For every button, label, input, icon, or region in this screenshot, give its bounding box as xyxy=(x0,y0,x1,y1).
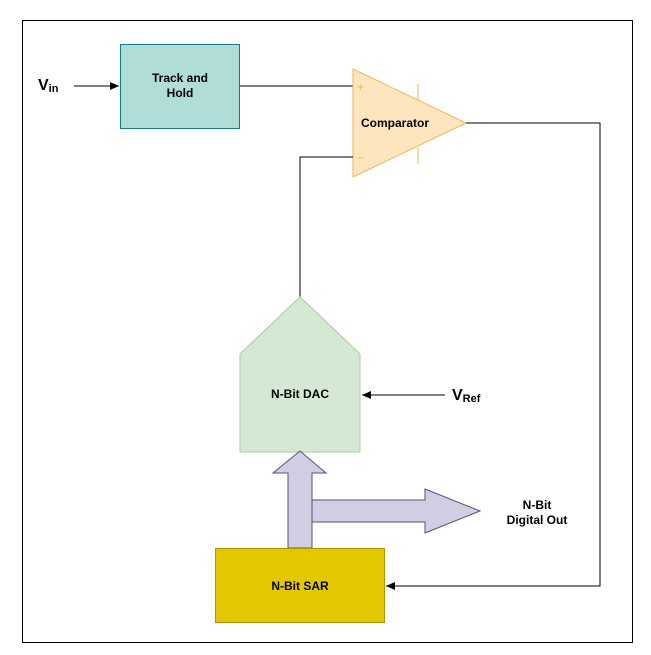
dac-block[interactable] xyxy=(239,296,361,453)
bus-arrow-to-dac xyxy=(271,450,328,549)
track-and-hold-label-line1: Track and xyxy=(152,71,208,85)
digital-out-label-line1: N-Bit xyxy=(523,498,552,512)
wire-comparator-to-sar xyxy=(386,122,601,590)
comparator-plus-sign: + xyxy=(357,80,364,94)
track-and-hold-block[interactable] xyxy=(120,44,240,129)
comparator-triangle[interactable] xyxy=(352,68,468,178)
vin-label: Vin xyxy=(38,77,59,95)
comparator-label: Comparator xyxy=(361,116,429,130)
wire-dac-to-comparator xyxy=(299,156,353,297)
vref-label: VRef xyxy=(452,387,481,405)
dac-label: N-Bit DAC xyxy=(271,387,329,401)
sar-label: N-Bit SAR xyxy=(271,579,329,593)
digital-out-label-line2: Digital Out xyxy=(507,513,568,527)
bus-arrow-digital-out xyxy=(311,488,482,534)
comparator-minus-sign: − xyxy=(357,151,364,165)
sar-block[interactable] xyxy=(215,548,385,623)
track-and-hold-label-line2: Hold xyxy=(167,86,194,100)
